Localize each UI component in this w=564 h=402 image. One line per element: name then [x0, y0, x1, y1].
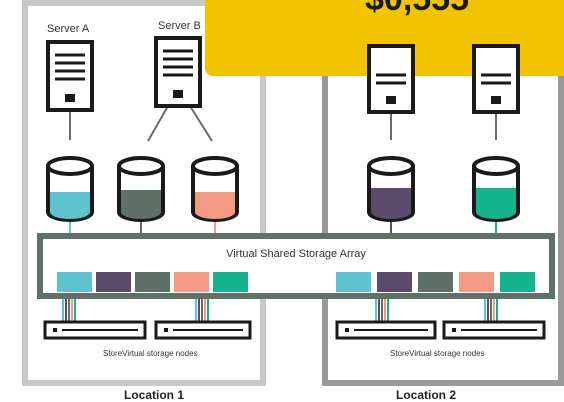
storage-tile-8 — [418, 272, 453, 292]
node-cables-left-1 — [62, 296, 76, 322]
storage-tile-2 — [96, 272, 131, 292]
server-a-label: Server A — [47, 23, 90, 35]
array-title: Virtual Shared Storage Array — [226, 248, 366, 260]
node-caption-location-2: StoreVirtual storage nodes — [390, 349, 485, 358]
storage-tile-10 — [500, 272, 535, 292]
connector-lines — [69, 105, 497, 142]
storage-tile-7 — [377, 272, 412, 292]
server-b-icon — [154, 36, 202, 108]
storage-tile-1 — [57, 272, 92, 292]
server-b-label: Server B — [158, 20, 201, 32]
storage-tile-6 — [336, 272, 371, 292]
price-text: $0,555 — [365, 0, 469, 19]
storage-tile-3 — [135, 272, 170, 292]
node-cables-right-2 — [484, 296, 498, 322]
storage-node-4 — [442, 320, 546, 340]
volume-cylinder-5 — [472, 156, 520, 222]
node-caption-location-1: StoreVirtual storage nodes — [103, 349, 198, 358]
virtual-storage-array: Virtual Shared Storage Array — [37, 233, 555, 299]
storage-tile-9 — [459, 272, 494, 292]
storage-tile-5 — [213, 272, 248, 292]
server-d-icon — [472, 44, 520, 114]
location-1-title: Location 1 — [124, 388, 185, 402]
volume-cylinder-1 — [46, 156, 94, 222]
storage-node-3 — [335, 320, 437, 340]
node-cables-right-1 — [375, 296, 389, 322]
server-a-icon — [46, 40, 94, 112]
volume-cylinder-2 — [117, 156, 165, 222]
storage-tile-4 — [174, 272, 209, 292]
storage-node-1 — [43, 320, 147, 340]
location-2-title: Location 2 — [396, 388, 457, 402]
storage-node-2 — [154, 320, 252, 340]
server-c-icon — [367, 44, 415, 114]
volume-cylinder-3 — [191, 156, 239, 222]
volume-cylinder-4 — [367, 156, 415, 222]
node-cables-left-2 — [195, 296, 209, 322]
